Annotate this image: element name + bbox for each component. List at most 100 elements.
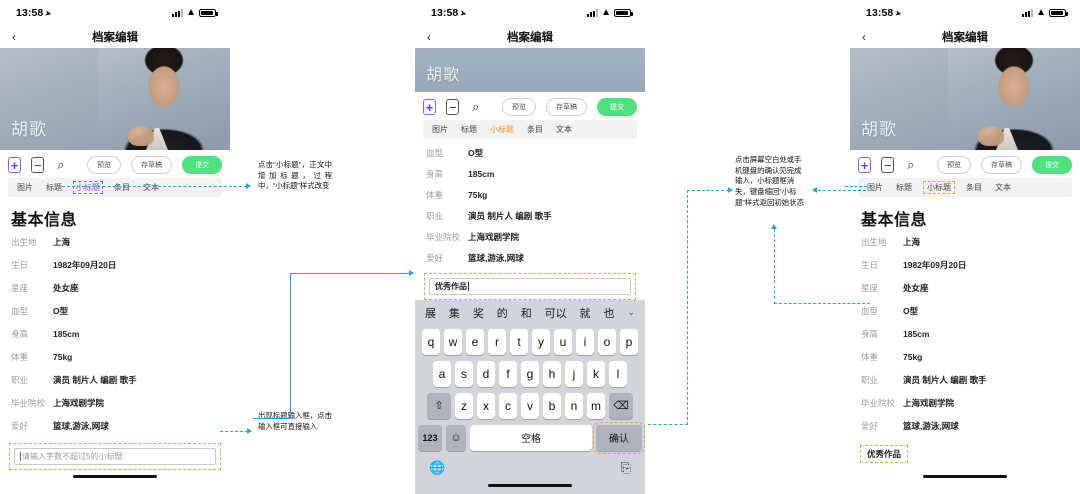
- key-u[interactable]: u: [554, 328, 572, 355]
- tab-image[interactable]: 图片: [867, 183, 883, 192]
- tab-image[interactable]: 图片: [432, 125, 448, 134]
- back-icon[interactable]: ‹: [862, 30, 866, 44]
- back-icon[interactable]: ‹: [12, 30, 16, 44]
- key-f[interactable]: f: [499, 360, 517, 387]
- tab-image[interactable]: 图片: [17, 183, 33, 192]
- emoji-icon[interactable]: ☺: [446, 424, 466, 451]
- keyboard-bottom-bar: 🌐 ⎘: [415, 454, 645, 478]
- enter-key[interactable]: 确认: [593, 421, 645, 454]
- key-q[interactable]: q: [422, 328, 440, 355]
- minus-icon[interactable]: −: [31, 157, 45, 173]
- info-value: 185cm: [903, 329, 930, 339]
- numeric-key[interactable]: 123: [418, 424, 442, 451]
- tab-text[interactable]: 文本: [995, 183, 1011, 192]
- tab-text[interactable]: 文本: [556, 125, 572, 134]
- key-z[interactable]: z: [455, 392, 473, 419]
- tab-title[interactable]: 标题: [46, 183, 62, 192]
- submit-button[interactable]: 提交: [597, 98, 637, 116]
- keyboard-row-3: ⇧ z x c v b n m ⌫: [415, 390, 645, 422]
- minus-icon[interactable]: −: [446, 99, 460, 115]
- home-indicator: [923, 474, 1007, 478]
- key-y[interactable]: y: [532, 328, 550, 355]
- subtitle-input[interactable]: 优秀作品: [429, 278, 631, 295]
- key-e[interactable]: e: [466, 328, 484, 355]
- candidate-word[interactable]: 集: [448, 307, 460, 320]
- plus-icon[interactable]: +: [858, 157, 872, 173]
- key-s[interactable]: s: [455, 360, 473, 387]
- save-draft-button[interactable]: 存草稿: [131, 156, 172, 174]
- save-draft-button[interactable]: 存草稿: [546, 98, 587, 116]
- key-l[interactable]: l: [609, 360, 627, 387]
- preview-button[interactable]: 预览: [87, 156, 121, 174]
- key-r[interactable]: r: [488, 328, 506, 355]
- key-d[interactable]: d: [477, 360, 495, 387]
- key-a[interactable]: a: [433, 360, 451, 387]
- chevron-down-icon[interactable]: ⌄: [627, 307, 635, 318]
- preview-button[interactable]: 预览: [937, 156, 971, 174]
- candidate-word[interactable]: 奖: [472, 307, 484, 320]
- wifi-icon: ▲: [1036, 7, 1046, 18]
- key-v[interactable]: v: [521, 392, 539, 419]
- candidate-word[interactable]: 可以: [544, 307, 567, 320]
- backspace-icon[interactable]: ⌫: [609, 392, 633, 419]
- tab-title[interactable]: 标题: [896, 183, 912, 192]
- location-arrow-icon: ➤: [459, 7, 469, 19]
- tab-subtitle[interactable]: 小标题: [923, 181, 955, 194]
- candidate-word[interactable]: 的: [496, 307, 508, 320]
- preview-button[interactable]: 预览: [502, 98, 536, 116]
- tab-subtitle[interactable]: 小标题: [73, 181, 103, 194]
- connector-right-tabs-to-anno3: [818, 190, 866, 191]
- status-time-group: 13:58 ➤: [16, 7, 53, 19]
- key-p[interactable]: p: [620, 328, 638, 355]
- keyboard-row-1: q w e r t y u i o p: [415, 326, 645, 358]
- tab-item[interactable]: 条目: [114, 183, 130, 192]
- info-value: 上海戏剧学院: [903, 398, 955, 408]
- space-key[interactable]: 空格: [470, 424, 592, 451]
- tab-subtitle[interactable]: 小标题: [490, 125, 514, 134]
- search-icon[interactable]: ⌕: [472, 99, 480, 114]
- back-icon[interactable]: ‹: [427, 30, 431, 44]
- key-j[interactable]: j: [565, 360, 583, 387]
- candidate-word[interactable]: 也: [603, 307, 615, 320]
- info-key: 体重: [861, 352, 879, 362]
- key-n[interactable]: n: [565, 392, 583, 419]
- key-c[interactable]: c: [499, 392, 517, 419]
- globe-icon[interactable]: 🌐: [429, 459, 446, 475]
- info-key: 体重: [426, 190, 444, 200]
- search-icon[interactable]: ⌕: [57, 157, 65, 172]
- info-row: 毕业院校上海戏剧学院: [11, 397, 219, 409]
- microphone-icon[interactable]: ⎘: [620, 459, 631, 475]
- key-k[interactable]: k: [587, 360, 605, 387]
- key-b[interactable]: b: [543, 392, 561, 419]
- key-t[interactable]: t: [510, 328, 528, 355]
- submit-button[interactable]: 提交: [182, 156, 222, 174]
- key-m[interactable]: m: [587, 392, 605, 419]
- key-h[interactable]: h: [543, 360, 561, 387]
- key-o[interactable]: o: [598, 328, 616, 355]
- tab-item[interactable]: 条目: [966, 183, 982, 192]
- battery-icon: [1049, 8, 1068, 18]
- info-value: 演员 制片人 编剧 歌手: [53, 375, 137, 385]
- status-time: 13:58: [16, 7, 44, 19]
- tab-title[interactable]: 标题: [461, 125, 477, 134]
- shift-icon[interactable]: ⇧: [427, 392, 451, 419]
- subtitle-input[interactable]: 请输入字数不超过5的小标题: [14, 448, 216, 465]
- submit-button[interactable]: 提交: [1032, 156, 1072, 174]
- key-w[interactable]: w: [444, 328, 462, 355]
- key-g[interactable]: g: [521, 360, 539, 387]
- candidate-word[interactable]: 就: [579, 307, 591, 320]
- tab-item[interactable]: 条目: [527, 125, 543, 134]
- key-i[interactable]: i: [576, 328, 594, 355]
- candidate-bar: 展 集 奖 的 和 可以 就 也 ⌄: [415, 299, 645, 326]
- plus-icon[interactable]: +: [423, 99, 437, 115]
- candidate-word[interactable]: 和: [520, 307, 532, 320]
- plus-icon[interactable]: +: [8, 157, 22, 173]
- candidate-word[interactable]: 展: [425, 307, 436, 320]
- tab-text[interactable]: 文本: [143, 183, 159, 192]
- added-subtitle-block[interactable]: 优秀作品: [860, 445, 909, 463]
- minus-icon[interactable]: −: [881, 157, 895, 173]
- keyboard-row-4: 123 ☺ 空格 确认: [415, 421, 645, 454]
- key-x[interactable]: x: [477, 392, 495, 419]
- search-icon[interactable]: ⌕: [907, 157, 915, 172]
- save-draft-button[interactable]: 存草稿: [981, 156, 1022, 174]
